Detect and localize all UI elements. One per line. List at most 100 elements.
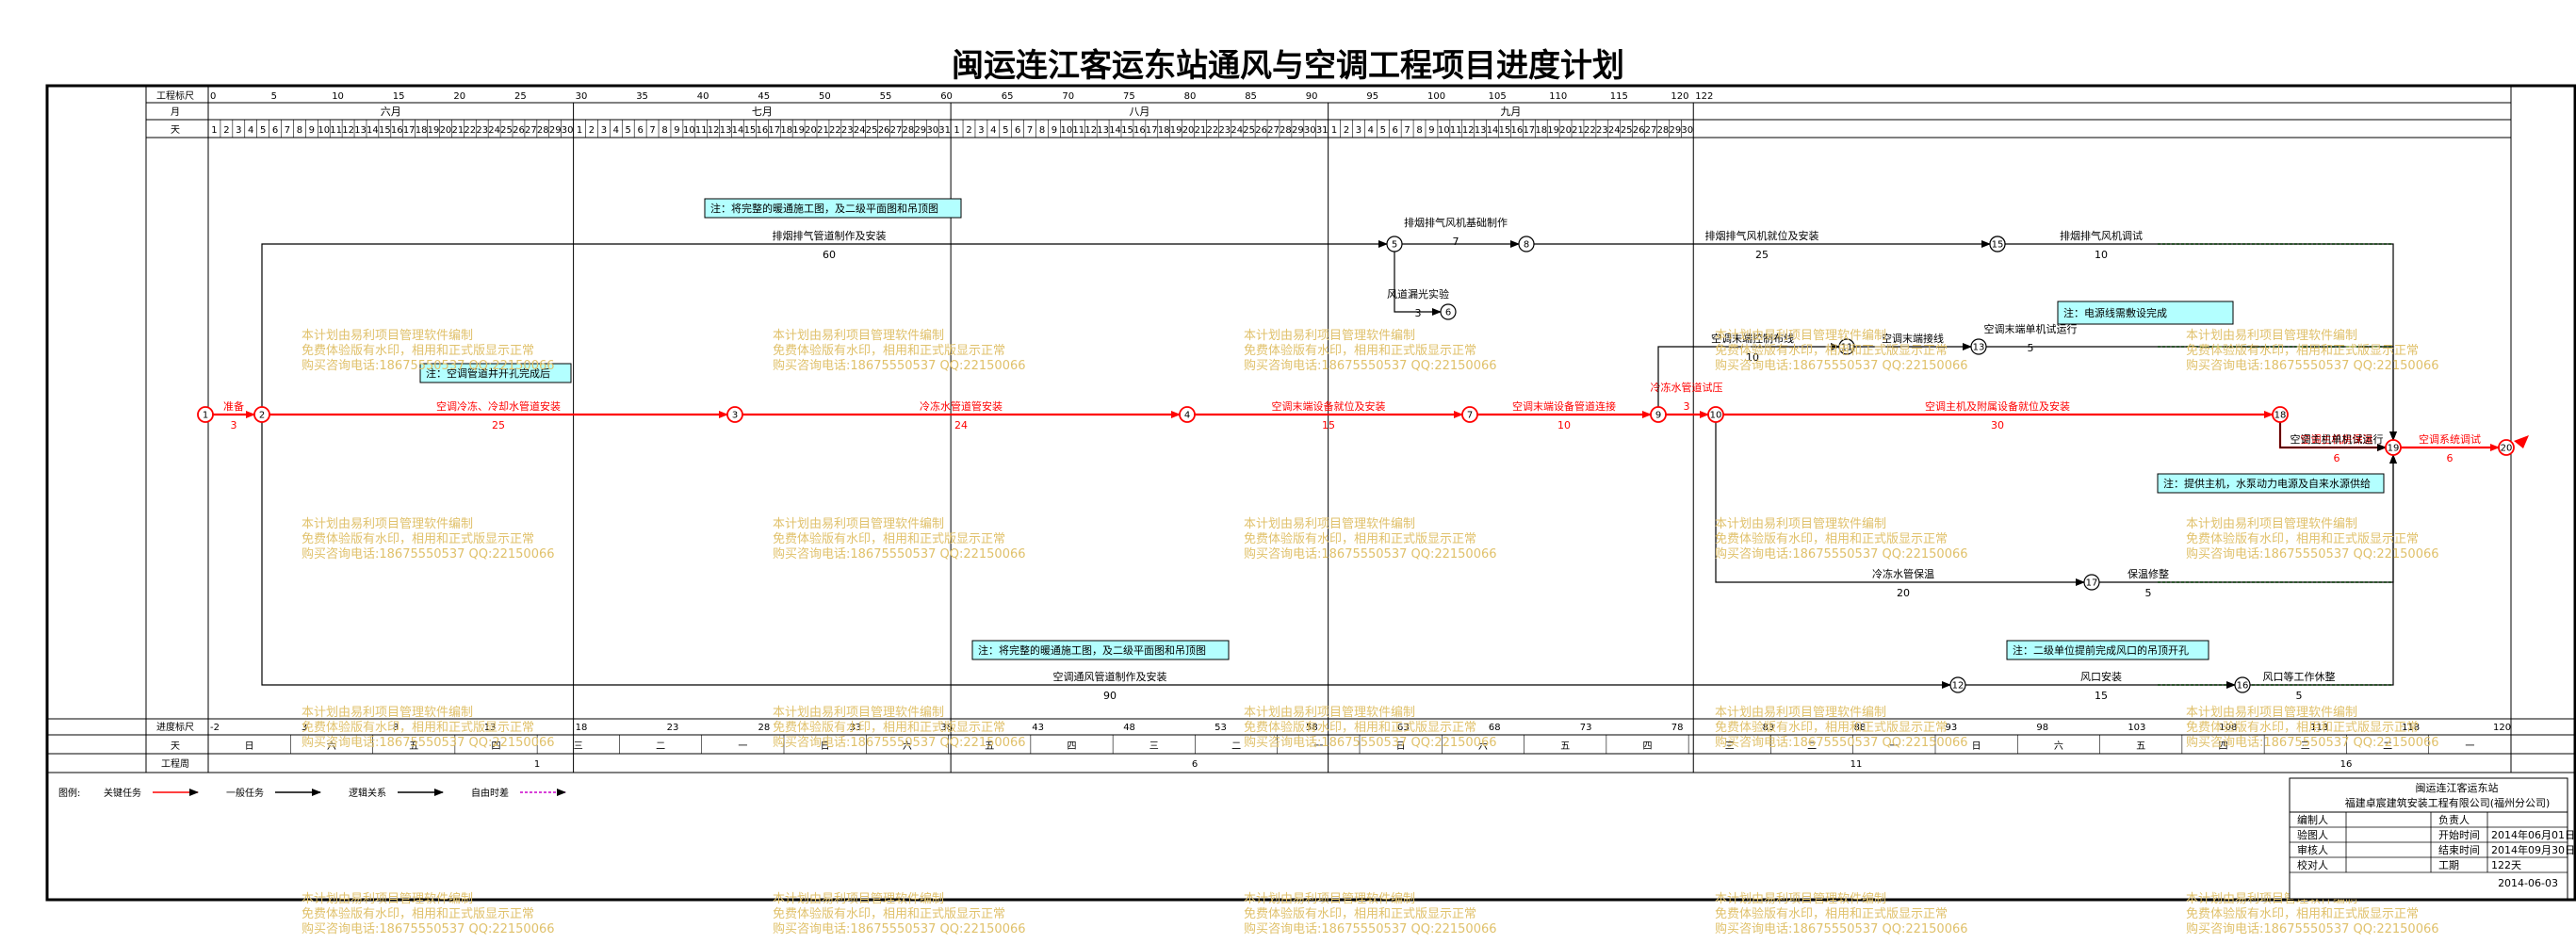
node-number: 6 [1445, 308, 1451, 318]
progress-tick-label: 53 [1215, 723, 1227, 733]
day-number: 10 [683, 125, 695, 136]
weekday-label: 日 [821, 741, 830, 752]
node-circle [1179, 406, 1196, 423]
day-number: 18 [780, 125, 792, 136]
watermark-text: 本计划由易利项目管理软件编制 [773, 329, 944, 343]
ruler-tick-label: 90 [1306, 91, 1318, 102]
activity-duration: 3 [1684, 400, 1690, 413]
ruler-tick-label: 35 [636, 91, 648, 102]
note-text: 注：将完整的暖通施工图，及二级平面图和吊顶图 [710, 202, 938, 215]
day-number: 18 [1535, 125, 1547, 136]
day-number: 16 [756, 125, 768, 136]
ruler-tick-label: 120 [1671, 91, 1688, 102]
watermark-text: 本计划由易利项目管理软件编制 [2186, 329, 2357, 343]
watermark-text: 本计划由易利项目管理软件编制 [2186, 517, 2357, 531]
month-label-2: 八月 [1129, 106, 1149, 118]
info-key: 工期 [2438, 859, 2459, 871]
info-block [2289, 777, 2568, 900]
watermark-text: 本计划由易利项目管理软件编制 [1244, 892, 1415, 906]
activity-name: 保温修整 [2128, 567, 2169, 580]
note-box [2157, 473, 2385, 494]
day-number: 19 [1170, 125, 1182, 136]
activity-name: 空调末端接线 [1882, 332, 1944, 345]
watermark-text: 免费体验版有水印，相用和正式版显示正常 [302, 906, 534, 921]
activity-duration: 30 [1991, 419, 2004, 431]
day-number: 18 [1158, 125, 1170, 136]
day-number: 21 [1195, 125, 1207, 136]
day-number: 26 [878, 125, 890, 136]
footer-day-label: 天 [171, 741, 180, 752]
watermark-text: 购买咨询电话:18675550537 QQ:22150066 [302, 921, 555, 936]
activity-name: 空调主机及附属设备就位及安装 [1925, 399, 2070, 413]
info-key: 编制人 [2297, 813, 2328, 826]
node-circle [2498, 439, 2515, 456]
note-text: 注：提供主机，水泵动力电源及自来水源供给 [2163, 477, 2371, 490]
ruler-tick-label: 40 [697, 91, 709, 102]
progress-tick-label: 48 [1123, 723, 1135, 733]
progress-tick-label: 33 [849, 723, 861, 733]
node-number: 4 [1184, 411, 1190, 421]
day-number: 10 [318, 125, 330, 136]
progress-tick-label: 43 [1032, 723, 1044, 733]
day-number: 25 [1621, 125, 1633, 136]
weekday-label: 日 [1972, 741, 1981, 752]
activity-name: 空调主机房保温 [2301, 432, 2373, 446]
finish-flag-icon [2514, 435, 2529, 448]
ruler-tick-label: 85 [1245, 91, 1257, 102]
progress-tick-label: 38 [940, 723, 953, 733]
day-number: 4 [613, 125, 619, 136]
day-number: 6 [1393, 125, 1398, 136]
weekday-label: 五 [1560, 741, 1570, 752]
day-number: 5 [1003, 125, 1008, 136]
node-circle [253, 406, 270, 423]
activity-arrow [261, 422, 1951, 689]
watermark-text: 购买咨询电话:18675550537 QQ:22150066 [1244, 921, 1497, 936]
day-number: 9 [674, 125, 679, 136]
day-number: 29 [1292, 125, 1304, 136]
day-number: 28 [903, 125, 915, 136]
activity-duration: 7 [1453, 236, 1459, 248]
weekday-label: 三 [2301, 741, 2310, 752]
activity-duration: 15 [1322, 419, 1335, 431]
watermark-text: 免费体验版有水印，相用和正式版显示正常 [2186, 906, 2419, 921]
progress-ruler-label: 进度标尺 [156, 721, 194, 733]
day-number: 13 [1097, 125, 1109, 136]
watermark-text: 本计划由易利项目管理软件编制 [1715, 706, 1886, 720]
day-number: 14 [367, 125, 379, 136]
watermark-text: 本计划由易利项目管理软件编制 [773, 517, 944, 531]
legend-item-label: 自由时差 [471, 787, 509, 799]
info-key: 结束时间 [2438, 844, 2480, 856]
watermark-text: 免费体验版有水印，相用和正式版显示正常 [773, 720, 1005, 735]
day-number: 11 [1450, 125, 1462, 136]
note-box [2057, 301, 2234, 325]
day-number: 23 [1218, 125, 1231, 136]
weekday-label: 六 [2054, 741, 2063, 752]
ruler-tick-label: 70 [1062, 91, 1074, 102]
day-number: 11 [695, 125, 708, 136]
node-number: 5 [1392, 240, 1397, 251]
progress-tick-label: 58 [1306, 723, 1318, 733]
ruler-tick-label: 115 [1610, 91, 1628, 102]
day-number: 6 [1015, 125, 1020, 136]
day-number: 1 [954, 125, 959, 136]
day-number: 2 [589, 125, 595, 136]
info-key: 开始时间 [2438, 828, 2480, 841]
watermark-text: 购买咨询电话:18675550537 QQ:22150066 [1244, 735, 1497, 750]
progress-tick-label: 78 [1671, 723, 1684, 733]
info-key: 验图人 [2297, 828, 2328, 841]
watermark-text: 本计划由易利项目管理软件编制 [773, 892, 944, 906]
node-circle [1989, 236, 2006, 252]
node-number: 3 [732, 411, 738, 421]
watermark-text: 免费体验版有水印，相用和正式版显示正常 [1244, 343, 1476, 358]
day-number: 14 [1109, 125, 1121, 136]
day-number: 21 [1572, 125, 1584, 136]
progress-tick-label: 88 [1854, 723, 1867, 733]
day-number: 20 [1182, 125, 1195, 136]
weekday-label: 五 [2136, 741, 2145, 752]
ruler-tick-label: 75 [1123, 91, 1135, 102]
watermark-text: 免费体验版有水印，相用和正式版显示正常 [2186, 720, 2419, 735]
weekday-label: 四 [1643, 741, 1653, 752]
info-value: 122天 [2491, 859, 2521, 871]
day-number: 25 [1243, 125, 1255, 136]
day-number: 5 [260, 125, 266, 136]
